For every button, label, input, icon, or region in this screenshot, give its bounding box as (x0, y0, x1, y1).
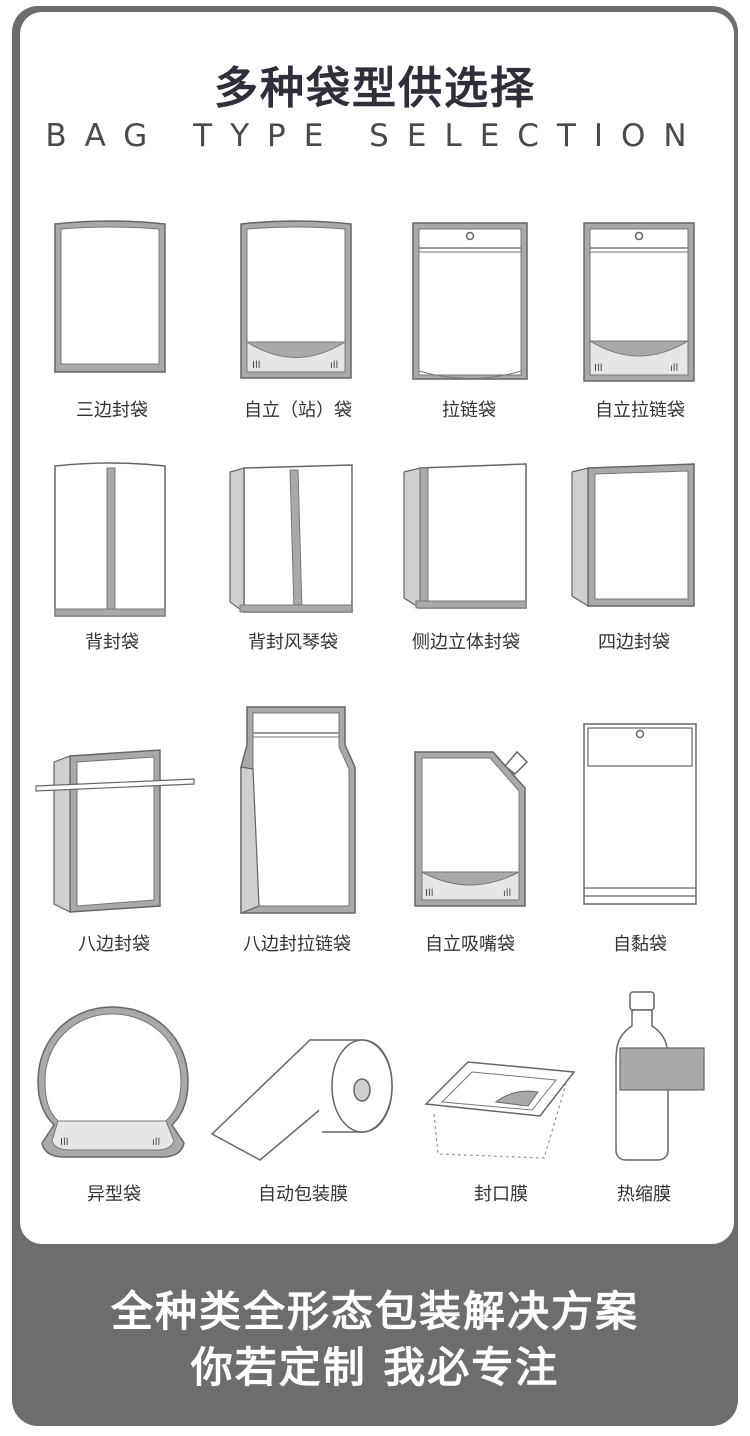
four-side-seal-bag-icon (571, 463, 695, 608)
bag-label: 自立拉链袋 (595, 400, 685, 421)
svg-text:Ill: Ill (60, 1137, 69, 1148)
bag-label: 背封袋 (85, 632, 139, 653)
bag-label: 自立吸嘴袋 (425, 934, 515, 955)
page-subtitle: BAG TYPE SELECTION (45, 118, 705, 154)
bag-label: 异型袋 (87, 1184, 141, 1205)
eight-side-seal-bag-icon (35, 749, 195, 913)
bag-label: 封口膜 (474, 1184, 528, 1205)
back-seal-bag-icon (54, 462, 166, 617)
zipper-bag-icon (412, 222, 528, 380)
shrink-film-bottle-icon (615, 991, 705, 1161)
svg-text:ıll: ıll (670, 363, 678, 374)
svg-text:ıll: ıll (330, 360, 338, 371)
bag-label: 热缩膜 (617, 1184, 671, 1205)
svg-text:Ill: Ill (425, 888, 434, 899)
bag-label: 拉链袋 (442, 400, 496, 421)
eight-side-zipper-bag-icon (240, 706, 356, 914)
shaped-bag-icon: Ill ıll (37, 1006, 189, 1158)
page-title: 多种袋型供选择 (214, 63, 536, 114)
sealing-film-icon (424, 1061, 576, 1159)
bag-label: 四边封袋 (598, 632, 670, 653)
bag-label: 八边封袋 (78, 934, 150, 955)
three-side-seal-bag-icon (54, 220, 166, 373)
back-seal-gusset-bag-icon (229, 464, 353, 614)
self-adhesive-bag-icon (583, 723, 697, 905)
bag-label: 三边封袋 (76, 400, 148, 421)
side-gusset-seal-bag-icon (403, 463, 527, 610)
bag-label: 侧边立体封袋 (412, 632, 520, 653)
footer-slogan-line2: 你若定制 我必专注 (190, 1343, 560, 1392)
bag-label: 自动包装膜 (258, 1184, 348, 1205)
footer-slogan-line1: 全种类全形态包装解决方案 (110, 1287, 639, 1336)
stand-up-zipper-bag-icon: Ill ıll (583, 222, 695, 382)
auto-packaging-film-roll-icon (210, 1039, 393, 1161)
svg-text:Ill: Ill (252, 360, 261, 371)
stand-up-bag-icon: Ill ıll (240, 220, 352, 379)
bag-label: 八边封拉链袋 (243, 934, 351, 955)
svg-text:Ill: Ill (594, 363, 603, 374)
svg-text:ıll: ıll (152, 1137, 160, 1148)
bag-label: 自立（站）袋 (244, 400, 352, 421)
svg-text:ıll: ıll (503, 888, 511, 899)
spout-pouch-icon: Ill ıll (414, 750, 529, 907)
bag-label: 自黏袋 (613, 934, 667, 955)
bag-label: 背封风琴袋 (248, 632, 338, 653)
